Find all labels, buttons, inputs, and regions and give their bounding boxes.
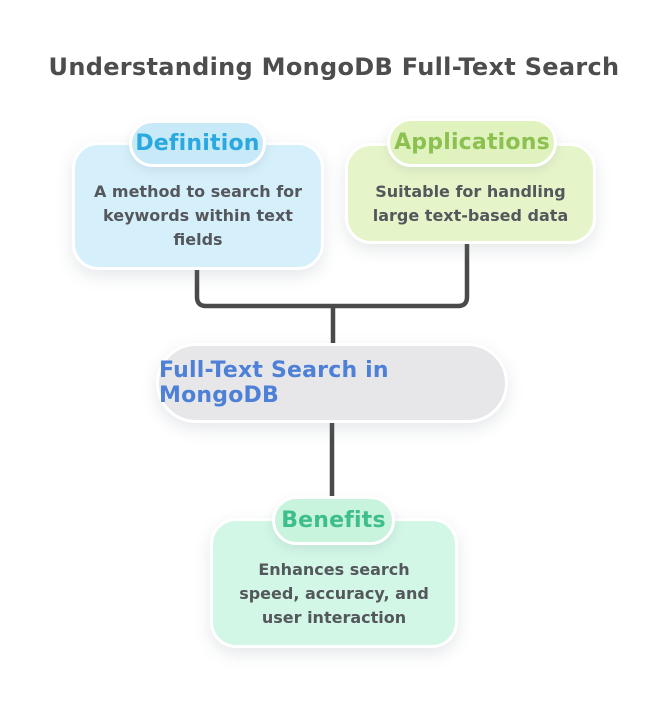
benefits-header-label: Benefits bbox=[281, 508, 386, 533]
applications-body-text: Suitable for handling large text-based d… bbox=[372, 181, 569, 225]
definition-body-text: A method to search for keywords within t… bbox=[93, 182, 303, 249]
diagram-title: Understanding MongoDB Full-Text Search bbox=[48, 53, 620, 81]
definition-node-header: Definition bbox=[129, 120, 266, 167]
center-node: Full-Text Search in MongoDB bbox=[156, 343, 508, 423]
benefits-node-header: Benefits bbox=[272, 496, 395, 545]
applications-header-label: Applications bbox=[394, 130, 550, 155]
applications-node-header: Applications bbox=[387, 118, 557, 167]
center-node-label: Full-Text Search in MongoDB bbox=[159, 358, 389, 408]
benefits-body-text: Enhances search speed, accuracy, and use… bbox=[239, 560, 429, 627]
definition-node-body: A method to search for keywords within t… bbox=[72, 142, 324, 270]
definition-header-label: Definition bbox=[135, 131, 260, 156]
